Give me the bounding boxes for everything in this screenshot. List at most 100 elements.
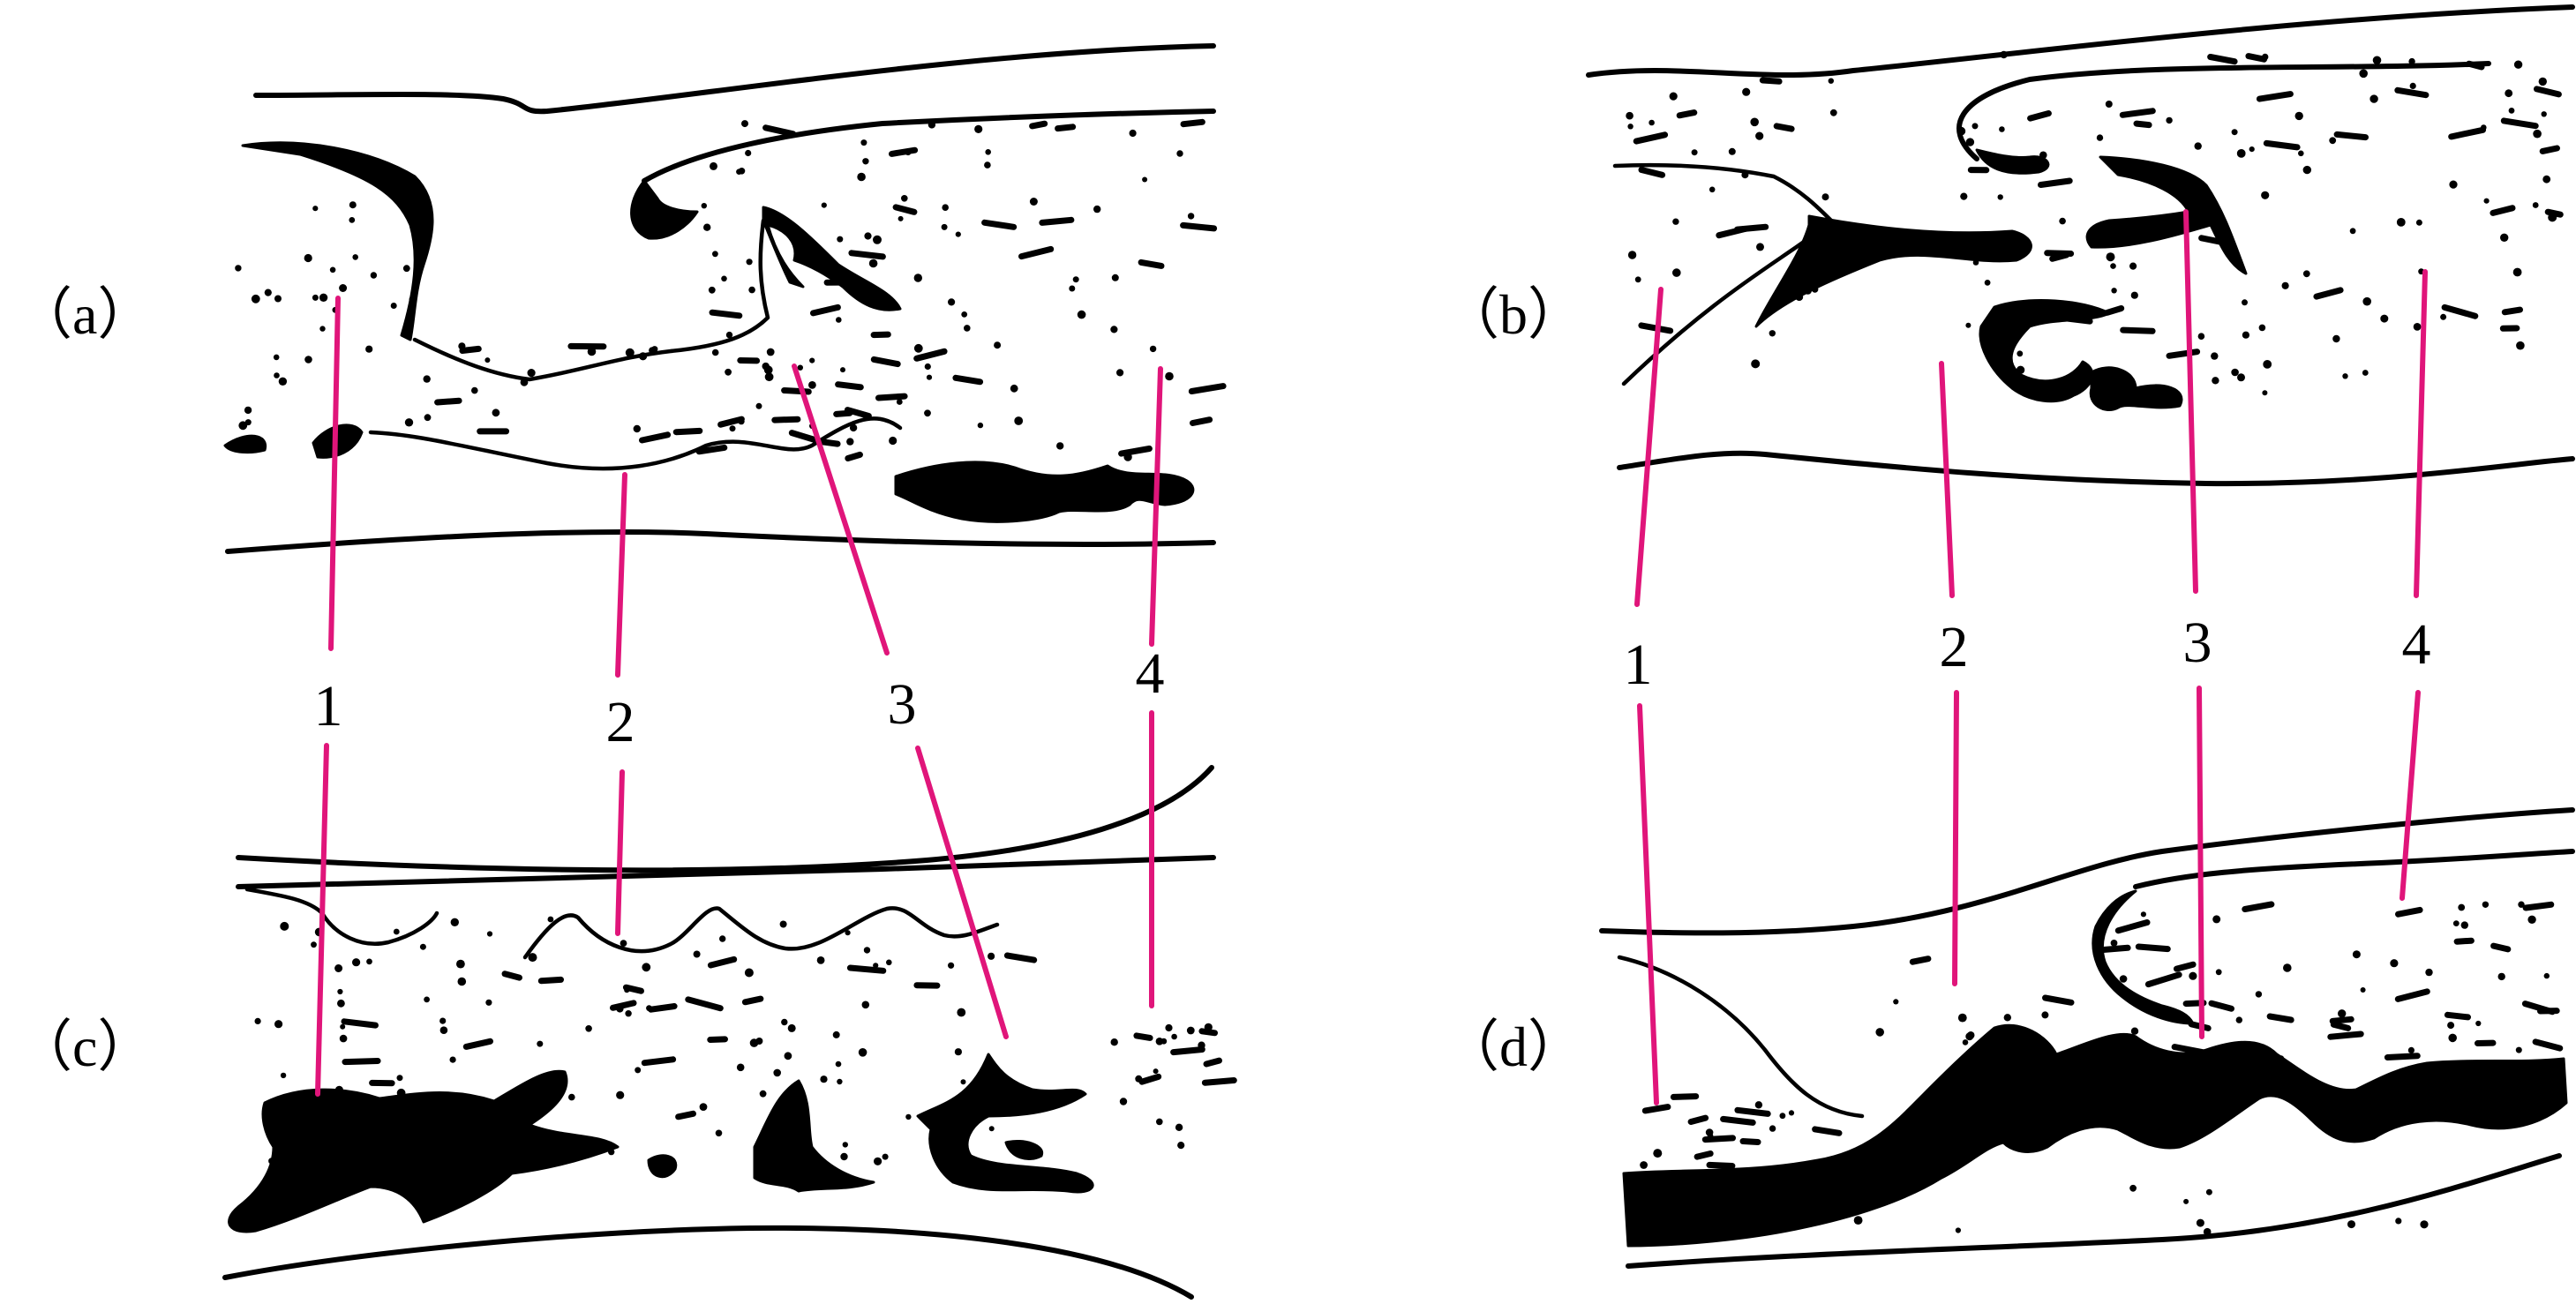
speckle-dot	[274, 1020, 283, 1029]
speckle-dot	[319, 326, 326, 332]
speckle-dash	[1133, 1032, 1153, 1041]
speckle-dot	[1853, 1216, 1863, 1225]
speckle-dot	[988, 952, 995, 960]
leader-left-1-lower	[315, 743, 329, 1097]
speckle-dot	[779, 920, 787, 928]
speckle-dash	[1188, 383, 1227, 394]
speckle-dot	[2281, 281, 2289, 289]
speckle-dot	[2231, 129, 2238, 136]
speckle-dot	[1010, 384, 1018, 393]
speckle-dot	[1999, 126, 2005, 132]
speckle-dot	[840, 367, 845, 373]
leader-left-1-upper	[328, 296, 341, 651]
speckle-dot	[278, 377, 288, 386]
speckle-dot	[365, 345, 373, 353]
speckle-dot	[948, 962, 955, 969]
leader-number-left-4: 4	[1136, 641, 1165, 706]
speckle-dash	[2263, 139, 2301, 151]
speckle-dot	[1029, 198, 1038, 206]
speckle-dash	[1190, 416, 1213, 426]
leader-number-left-1: 1	[314, 674, 343, 738]
speckle-dot	[366, 958, 372, 965]
speckle-dash	[2207, 54, 2238, 65]
speckle-dot	[2129, 262, 2137, 270]
speckle-dot	[924, 409, 931, 417]
speckle-dot	[1955, 1227, 1961, 1233]
speckle-dot	[2513, 60, 2523, 69]
speckle-dot	[1165, 371, 1174, 381]
leader-number-left-2: 2	[606, 690, 635, 754]
speckle-dot	[2542, 175, 2551, 184]
speckle-dot	[2016, 365, 2025, 374]
speckle-dot	[2016, 350, 2024, 357]
speckle-dot	[1867, 1195, 1875, 1203]
leader-right-4-upper	[2414, 269, 2428, 598]
speckle-dot	[2231, 368, 2239, 377]
speckle-dot	[2408, 57, 2415, 65]
speckle-dot	[741, 120, 748, 128]
speckle-dash	[2198, 235, 2225, 245]
speckle-dot	[942, 204, 949, 211]
speckle-dot	[337, 988, 343, 995]
speckle-dot	[874, 1157, 882, 1165]
speckle-dot	[2458, 903, 2466, 911]
speckle-dash	[2245, 53, 2268, 63]
speckle-dash	[2544, 208, 2564, 218]
speckle-dot	[312, 294, 319, 301]
speckle-dot	[2515, 1046, 2522, 1053]
speckle-dash	[2539, 145, 2560, 154]
speckle-dot	[537, 1040, 544, 1047]
speckle-dot	[708, 286, 716, 294]
leader-left-3-upper	[792, 363, 890, 656]
speckle-dot	[837, 236, 844, 243]
speckle-dot	[836, 317, 842, 323]
speckle-dot	[319, 293, 328, 302]
leader-right-3-lower	[2197, 686, 2204, 1039]
speckle-dot	[2169, 188, 2177, 196]
leader-lines	[315, 209, 2428, 1105]
speckle-dot	[1960, 192, 1968, 200]
speckle-dot	[1750, 117, 1759, 127]
speckle-dot	[2500, 233, 2509, 242]
speckle-dot	[755, 402, 762, 409]
speckle-dot	[525, 1150, 532, 1158]
speckle-dot	[858, 1048, 867, 1057]
speckle-dot	[1627, 251, 1637, 259]
speckle-dash	[2166, 348, 2201, 359]
speckle-dot	[2110, 263, 2116, 269]
speckle-dot	[339, 284, 348, 292]
speckle-dot	[2041, 1043, 2049, 1050]
speckle-dot	[1912, 1180, 1919, 1187]
speckle-dot	[1965, 138, 1975, 146]
speckle-dash	[1118, 446, 1153, 457]
speckle-dot	[2237, 373, 2245, 382]
speckle-dot	[264, 289, 272, 296]
speckle-dot	[1779, 1113, 1786, 1120]
speckle-dash	[537, 976, 564, 985]
speckle-dot	[861, 1000, 870, 1009]
speckle-dot	[402, 265, 410, 273]
speckle-dot	[1811, 286, 1819, 293]
speckle-dot	[1176, 150, 1183, 157]
speckle-dot	[846, 438, 854, 446]
speckle-dash	[2049, 251, 2070, 262]
speckle-dot	[439, 1017, 447, 1024]
speckle-dot	[773, 1068, 781, 1077]
speckle-dot	[450, 918, 459, 927]
speckle-dash	[1909, 956, 1932, 965]
panel-label-c: （c）	[16, 1015, 154, 1078]
speckle-dash	[1734, 223, 1769, 233]
speckle-dash	[2330, 1021, 2352, 1031]
speckle-dot	[2516, 341, 2525, 350]
speckle-dot	[1177, 1142, 1185, 1150]
speckle-dot	[2532, 202, 2539, 208]
speckle-dot	[419, 943, 426, 950]
speckle-dot	[2096, 134, 2104, 141]
speckle-dot	[860, 139, 867, 146]
speckle-dot	[280, 921, 289, 931]
speckle-dot	[1672, 268, 1681, 277]
speckle-dot	[409, 296, 416, 303]
speckle-dash	[342, 1058, 381, 1066]
